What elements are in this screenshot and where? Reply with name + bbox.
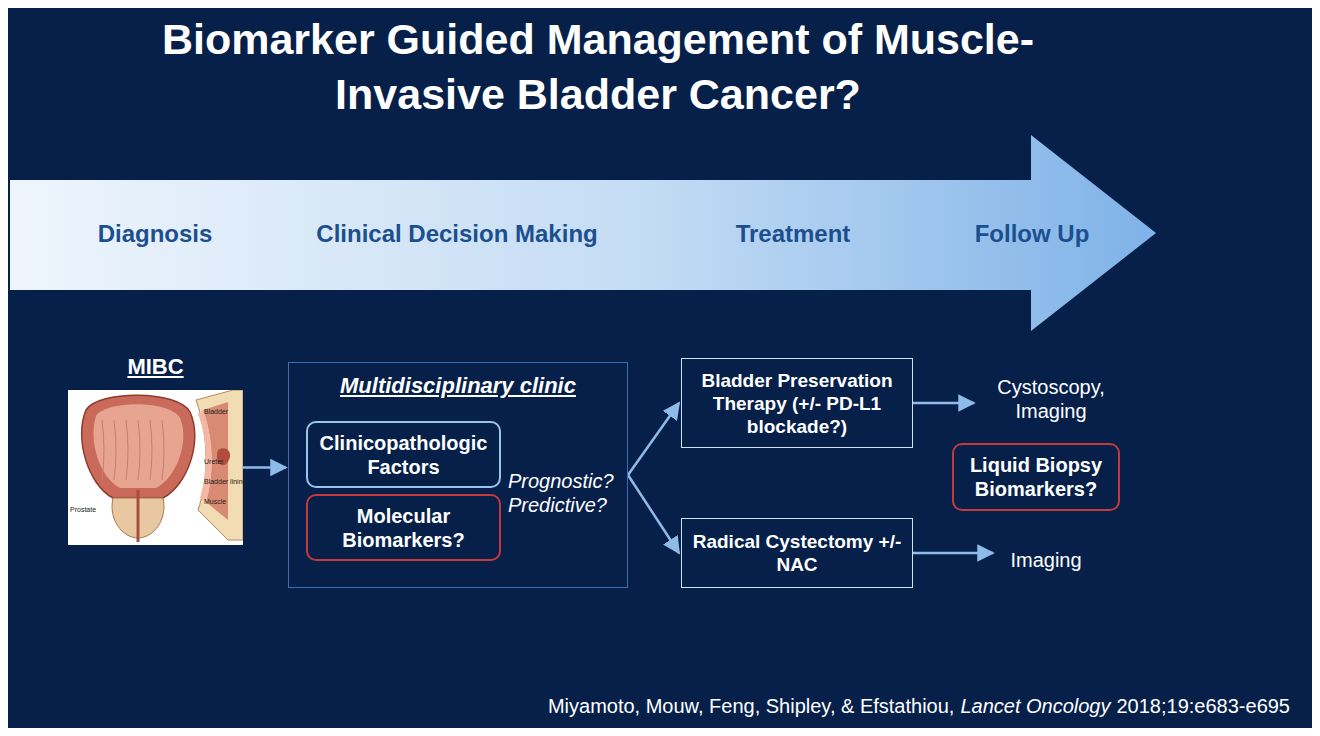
stage-label: Diagnosis [8,220,305,248]
text-wrap: Imaging [1003,548,1089,572]
citation-part: Miyamoto, Mouw, Feng, Shipley, & Efstath… [548,694,954,718]
process-box: Clinicopathologic Factors [306,421,501,488]
part-name: Bladder lining [204,478,246,486]
box-label: Clinicopathologic Factors [316,431,491,479]
text-wrap: Radical Cystectomy +/- NAC [690,530,904,576]
process-box: Molecular Biomarkers? [306,494,501,561]
part-name: Prostate [70,506,96,514]
illustration-ground [68,390,243,545]
lining-layer [198,410,212,502]
mucosa-fold [102,420,104,480]
urethra [137,490,140,542]
text-wrap: Bladder Preservation Therapy (+/- PD-L1 … [690,369,904,438]
slide-background: Biomarker Guided Management of Muscle-In… [8,8,1312,728]
slide-title: Biomarker Guided Management of Muscle-In… [158,12,1038,122]
connector-arrow [628,475,679,553]
connector-arrow [913,402,974,405]
stage-label: Treatment [643,220,943,248]
stage-label: Follow Up [882,220,1182,248]
mucosa-fold [138,420,140,480]
box-label: Molecular Biomarkers? [316,504,491,552]
text-node: Imaging [995,541,1097,579]
process-arrow-band: DiagnosisClinical Decision Making Treatme… [10,135,1156,331]
stage-label: Clinical Decision Making [307,220,607,248]
group-heading: Multidisciplinary clinic [289,373,627,399]
connector-arrow [913,552,993,555]
box-label: Bladder Preservation Therapy (+/- PD-L1 … [690,369,904,438]
annotation-text: Prognostic? Predictive? [508,469,624,517]
text-node: Cystoscopy, Imaging [976,368,1126,430]
wall-section [196,390,243,540]
bladder-lining [93,404,183,488]
process-box: Liquid Biopsy Biomarkers? [952,443,1120,511]
mucosa-fold [150,420,152,480]
box-label: Radical Cystectomy +/- NAC [690,530,904,576]
text-wrap: Molecular Biomarkers? [316,504,491,552]
mucosa-fold [162,420,164,480]
citation-part: Lancet Oncology [960,694,1110,718]
text-wrap: Cystoscopy, Imaging [984,375,1118,423]
part-name: Muscle [204,498,226,506]
group-box: Multidisciplinary clinicPrognostic? Pred… [288,362,628,588]
image-heading: MIBC [68,354,243,380]
connector-arrow [628,403,679,475]
text-wrap: Liquid Biopsy Biomarkers? [962,453,1110,501]
mucosa-fold [126,420,128,480]
bladder-wall [82,395,195,498]
citation-part: 2018;19:e683-e695 [1117,694,1291,718]
process-box: Bladder Preservation Therapy (+/- PD-L1 … [681,358,913,448]
part-name: Bladder [204,408,228,416]
part-name: Ureter [204,458,223,466]
note-text: Imaging [1003,548,1089,572]
box-label: Liquid Biopsy Biomarkers? [962,453,1110,501]
note-text: Cystoscopy, Imaging [984,375,1118,423]
citation: Miyamoto, Mouw, Feng, Shipley, & Efstath… [548,694,1290,718]
connector-arrow [243,466,286,469]
process-box: Radical Cystectomy +/- NAC [681,518,913,588]
text-wrap: Clinicopathologic Factors [316,431,491,479]
mucosa-fold [114,420,116,480]
